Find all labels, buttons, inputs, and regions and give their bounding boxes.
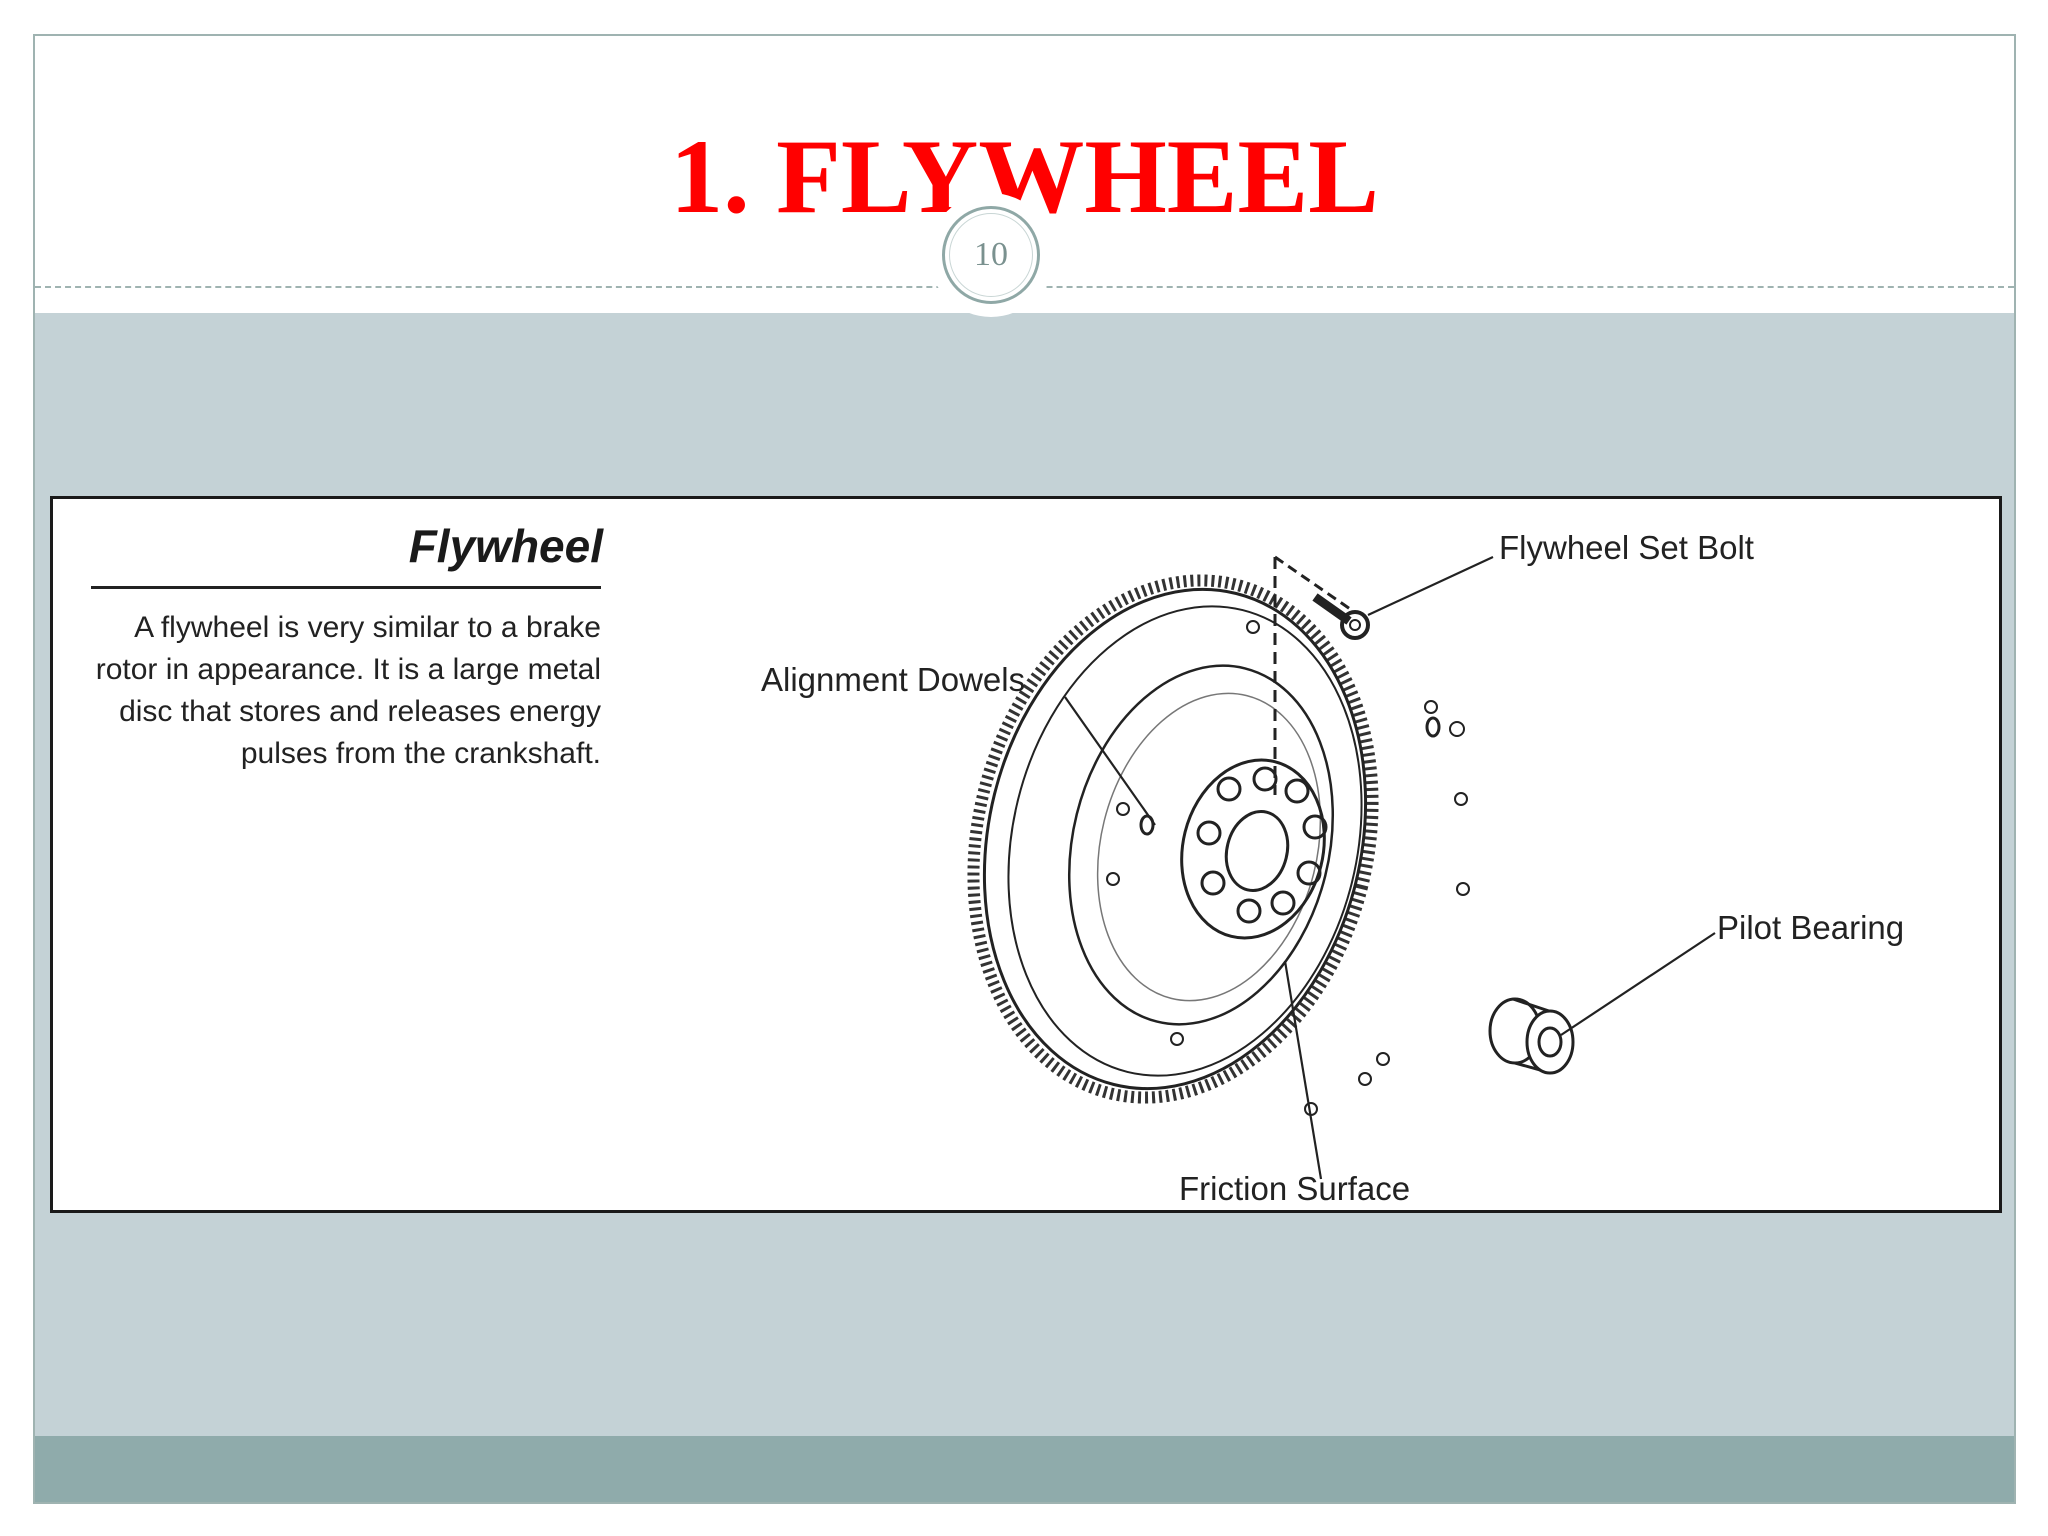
callout-flywheel-set-bolt: Flywheel Set Bolt bbox=[1499, 529, 1754, 566]
flywheel-diagram: Flywheel Set Bolt Alignment Dowels Pilot… bbox=[761, 529, 1904, 1207]
callout-alignment-dowels: Alignment Dowels bbox=[761, 661, 1025, 698]
flywheel-set-bolt-icon bbox=[1273, 555, 1370, 795]
footer-band bbox=[35, 1436, 2014, 1502]
figure-description: A flywheel is very similar to a brake ro… bbox=[95, 611, 601, 770]
figure-heading: Flywheel bbox=[408, 520, 603, 572]
page-number-badge: 10 bbox=[929, 193, 1053, 317]
page-number: 10 bbox=[949, 213, 1033, 297]
flywheel-disc-icon bbox=[967, 574, 1470, 1116]
figure-heading-rule bbox=[91, 586, 601, 589]
callout-pilot-bearing: Pilot Bearing bbox=[1717, 909, 1904, 946]
pilot-bearing-icon bbox=[1488, 997, 1575, 1075]
flywheel-figure: Flywheel A flywheel is very similar to a… bbox=[50, 496, 2002, 1213]
callout-leaders bbox=[1064, 556, 1716, 1180]
callout-friction-surface: Friction Surface bbox=[1179, 1170, 1410, 1207]
